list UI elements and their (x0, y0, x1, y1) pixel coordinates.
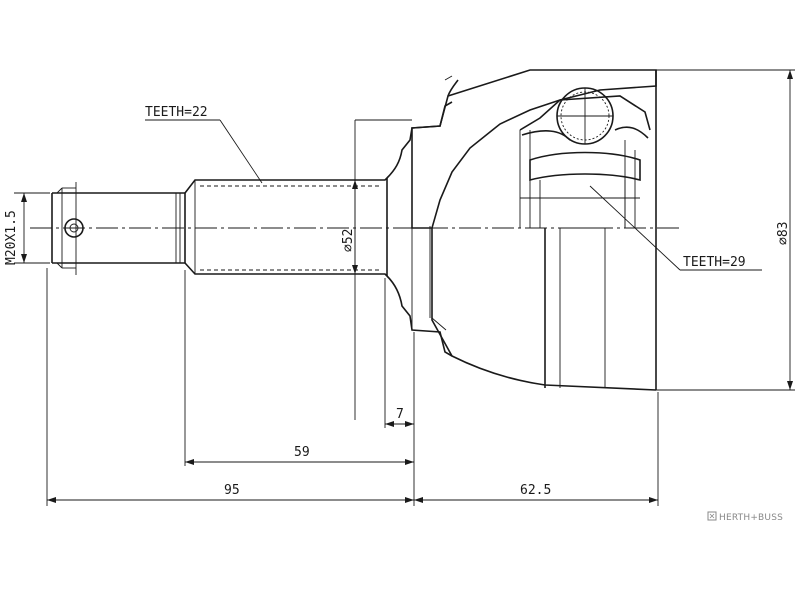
splined-shaft (184, 176, 388, 278)
dimension-95-label: 95 (224, 483, 240, 498)
dimension-7: 7 (385, 407, 414, 427)
thread-dimension: M20X1.5 (4, 192, 50, 265)
teeth-22-callout: TEETH=22 (145, 105, 263, 184)
bell-neck (386, 101, 453, 357)
shaft-diameter-dimension: ⌀52 (341, 119, 412, 420)
teeth-22-label: TEETH=22 (145, 105, 208, 120)
dimension-95: 95 (47, 483, 414, 503)
cv-ball (556, 87, 614, 145)
dimension-62-5-label: 62.5 (520, 483, 551, 498)
watermark-text: HERTH+BUSS (719, 513, 783, 523)
thread-stub (51, 182, 186, 275)
bell-housing-outline (431, 130, 657, 391)
thread-label: M20X1.5 (4, 210, 19, 265)
shaft-diameter-label: ⌀52 (341, 229, 356, 252)
bell-diameter-label: ⌀83 (776, 222, 791, 245)
bell-diameter-dimension: ⌀83 (656, 69, 795, 391)
dimension-62-5: 62.5 (414, 483, 658, 503)
bell-housing-section (411, 69, 657, 390)
extension-lines (46, 268, 659, 506)
teeth-29-label: TEETH=29 (683, 255, 746, 270)
dimension-59: 59 (185, 445, 414, 465)
dimension-7-label: 7 (396, 407, 404, 422)
herth-buss-logo: HERTH+BUSS (707, 511, 783, 523)
teeth-29-callout: TEETH=29 (589, 185, 762, 271)
dimension-59-label: 59 (294, 445, 310, 460)
